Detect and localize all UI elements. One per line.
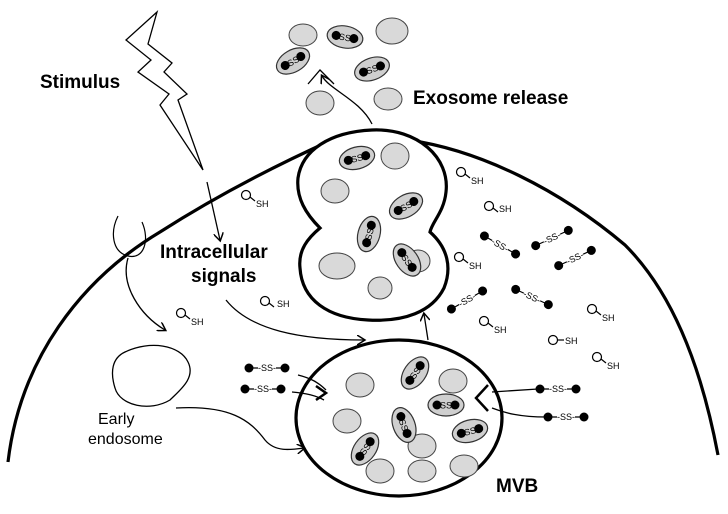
- svg-text:SH: SH: [565, 336, 578, 346]
- intracellular-signals-label-line1: Intracellular: [160, 242, 268, 263]
- uptake-arrow-left-1: [297, 374, 327, 391]
- stimulus-label: Stimulus: [40, 72, 120, 93]
- early-endosome: [111, 344, 191, 407]
- exosome-vesicles-plain: [288, 17, 479, 484]
- uptake-arrow-right-2: [491, 407, 547, 418]
- early-endosome-label-line1: Early: [98, 411, 134, 428]
- svg-text:-SS-: -SS-: [522, 289, 543, 306]
- svg-text:-SS-: -SS-: [565, 250, 586, 267]
- cell-membrane-left: [6, 138, 333, 463]
- endosome-to-mvb-arrow: [175, 406, 304, 450]
- svg-text:SH: SH: [499, 204, 512, 214]
- uptake-arrow-left-2: [291, 391, 325, 401]
- uptake-chevron-right: [474, 384, 489, 412]
- svg-text:-SS-: -SS-: [254, 384, 272, 394]
- signals-to-mvb-arrow: [225, 299, 364, 340]
- release-arrowhead-top: [307, 69, 335, 85]
- svg-text:SS: SS: [338, 32, 352, 44]
- budding-vesicle: [112, 215, 147, 258]
- cell-membrane-right: [407, 138, 720, 456]
- intracellular-signals-label-line2: signals: [191, 266, 256, 287]
- svg-text:SH: SH: [602, 313, 615, 323]
- svg-text:SS: SS: [440, 401, 452, 411]
- svg-text:SH: SH: [494, 325, 507, 335]
- stimulus-arrow: [206, 181, 220, 240]
- svg-text:-SS-: -SS-: [258, 363, 276, 373]
- endocytosis-arrow: [125, 257, 165, 330]
- lightning-bolt-icon: [124, 10, 204, 171]
- free-thiol-molecules: SH SH SH SH SH SH SH SH: [175, 166, 620, 371]
- mvb-fusion-arrow: [424, 314, 428, 341]
- svg-text:-SS-: -SS-: [542, 230, 563, 247]
- svg-text:SS: SS: [463, 425, 477, 438]
- svg-text:-SS-: -SS-: [490, 236, 511, 254]
- svg-text:SS: SS: [363, 227, 376, 241]
- svg-text:SH: SH: [469, 261, 482, 271]
- exosome-release-label: Exosome release: [413, 88, 568, 109]
- svg-text:SH: SH: [191, 317, 204, 327]
- svg-text:SH: SH: [607, 361, 620, 371]
- uptake-arrow-right-1: [491, 388, 539, 393]
- uptake-chevron-left: [315, 384, 329, 402]
- svg-text:SH: SH: [277, 299, 290, 309]
- early-endosome-label-line2: endosome: [88, 431, 163, 448]
- mvb-label: MVB: [496, 476, 538, 497]
- svg-text:-SS-: -SS-: [549, 384, 567, 394]
- svg-text:SH: SH: [471, 176, 484, 186]
- release-arrow: [322, 76, 373, 125]
- svg-text:SS: SS: [397, 418, 411, 433]
- svg-text:SH: SH: [256, 199, 269, 209]
- svg-text:-SS-: -SS-: [457, 291, 478, 309]
- cargo-vesicles: SS SS SS SS SS SS SS: [275, 25, 489, 466]
- svg-text:-SS-: -SS-: [557, 412, 575, 422]
- svg-text:SS: SS: [365, 63, 380, 77]
- svg-text:SS: SS: [350, 152, 364, 165]
